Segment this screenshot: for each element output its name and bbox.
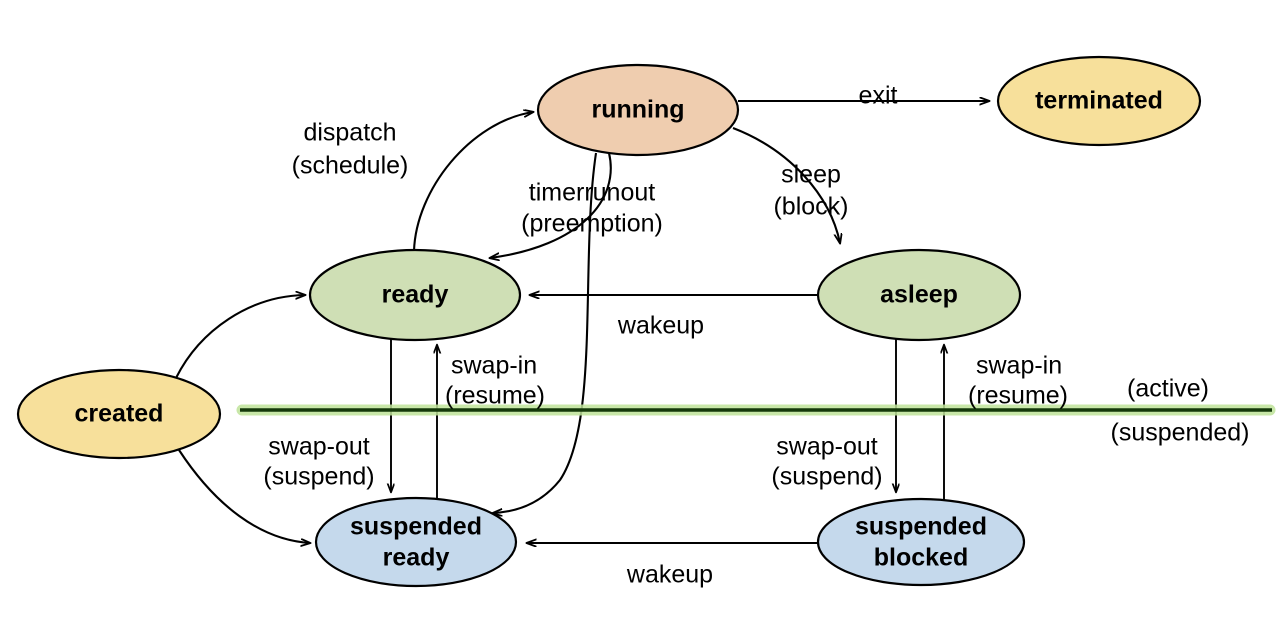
edge-label-dispatch-line2: (schedule) [292, 152, 409, 180]
edge-label-timerrunout: timerrunout (preemption) [521, 179, 663, 238]
node-suspended-blocked-shape[interactable] [816, 497, 1026, 587]
node-suspended-blocked[interactable]: suspended blocked [816, 497, 1026, 587]
edge-label-sleep-line2: (block) [773, 193, 848, 221]
node-created-shape[interactable] [16, 368, 222, 460]
node-running[interactable]: running [536, 63, 740, 157]
node-ready-shape[interactable] [308, 248, 522, 342]
edge-label-swap-in-left-line2: (resume) [445, 382, 545, 410]
edge-label-swap-in-right-line1: swap-in [976, 352, 1062, 380]
node-asleep[interactable]: asleep [816, 248, 1022, 342]
divider-label-active: (active) [1127, 375, 1209, 403]
edge-label-swap-in-right: swap-in (resume) [968, 352, 1068, 410]
node-suspended-ready[interactable]: suspended ready [314, 496, 518, 588]
edge-created-to-ready [175, 295, 305, 379]
node-created-label: created [75, 400, 164, 428]
edge-ready-to-running [412, 112, 533, 252]
edge-running-to-ready [490, 152, 612, 258]
edge-label-dispatch: dispatch (schedule) [292, 119, 409, 180]
edge-label-swap-out-left-line2: (suspend) [263, 463, 374, 491]
node-running-shape[interactable] [536, 63, 740, 157]
edge-label-sleep: sleep (block) [773, 161, 848, 221]
node-terminated[interactable]: terminated [996, 55, 1202, 147]
node-terminated-shape[interactable] [996, 55, 1202, 147]
edge-label-swap-out-left: swap-out (suspend) [263, 433, 374, 491]
edge-created-to-suspended-ready [178, 449, 310, 543]
node-suspended-ready-shape[interactable] [314, 496, 518, 588]
node-ready-label: ready [382, 281, 449, 309]
edge-label-dispatch-line1: dispatch [303, 119, 396, 147]
edge-label-swap-out-right-line1: swap-out [776, 433, 877, 461]
node-running-label: running [591, 96, 684, 124]
node-suspended-blocked-label-line1: suspended [855, 513, 987, 541]
node-terminated-label: terminated [1035, 87, 1163, 115]
node-created[interactable]: created [16, 368, 222, 460]
edge-label-exit: exit [859, 82, 898, 110]
node-asleep-label: asleep [880, 281, 958, 309]
edge-running-to-asleep [732, 127, 840, 243]
edge-label-swap-in-left-line1: swap-in [451, 352, 537, 380]
edge-label-wakeup-bottom: wakeup [626, 561, 713, 589]
divider-label-suspended: (suspended) [1111, 419, 1250, 447]
node-asleep-shape[interactable] [816, 248, 1022, 342]
edge-running-to-suspended-ready [493, 152, 598, 513]
node-suspended-ready-label-line2: ready [383, 544, 450, 572]
edge-label-swap-out-right: swap-out (suspend) [771, 433, 882, 491]
edge-label-swap-out-left-line1: swap-out [268, 433, 369, 461]
node-suspended-ready-label-line1: suspended [350, 513, 482, 541]
edge-label-swap-out-right-line2: (suspend) [771, 463, 882, 491]
edge-label-swap-in-left: swap-in (resume) [445, 352, 545, 410]
edge-label-wakeup-top: wakeup [617, 312, 704, 340]
node-suspended-blocked-label-line2: blocked [874, 544, 968, 572]
edge-label-timerrunout-line2: (preemption) [521, 210, 663, 238]
edge-label-sleep-line1: sleep [781, 161, 841, 189]
edge-label-timerrunout-line1: timerrunout [529, 179, 655, 207]
node-ready[interactable]: ready [308, 248, 522, 342]
edge-label-swap-in-right-line2: (resume) [968, 382, 1068, 410]
